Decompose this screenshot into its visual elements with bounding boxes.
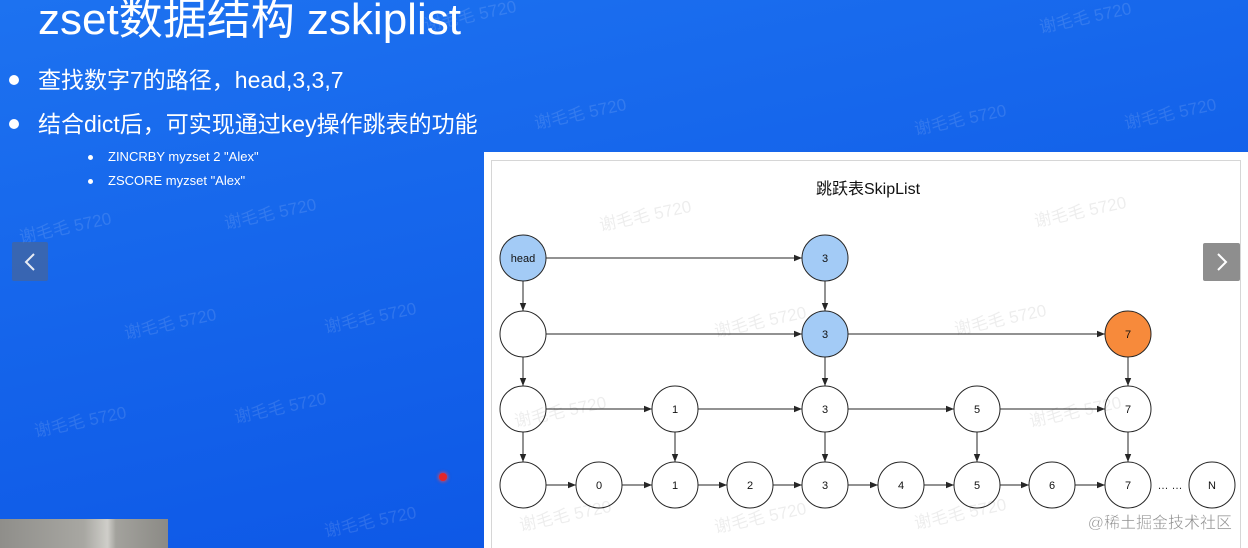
node-circle bbox=[575, 461, 623, 509]
author-watermark: 谢毛毛 5720 bbox=[322, 502, 419, 541]
node-circle bbox=[877, 461, 925, 509]
node-label: 4 bbox=[898, 480, 904, 492]
bullet-dot bbox=[9, 75, 19, 85]
skiplist-node-7: 7 bbox=[1104, 461, 1152, 509]
skiplist-node-4: 4 bbox=[877, 461, 925, 509]
node-label: 7 bbox=[1125, 404, 1131, 416]
node-circle bbox=[1188, 461, 1236, 509]
skiplist-node-1: 1 bbox=[651, 385, 699, 433]
node-circle bbox=[953, 385, 1001, 433]
skiplist-node-6: 6 bbox=[1028, 461, 1076, 509]
bullet-text: 结合dict后，可实现通过key操作跳表的功能 bbox=[38, 111, 478, 137]
skiplist-diagram-image: 跳跃表SkipList @稀土掘金技术社区 head 3 3 7 1 3 5 7 0 1 2 3 4 5 6… bbox=[484, 152, 1248, 548]
skiplist-node-N: N bbox=[1188, 461, 1236, 509]
ellipsis-text: … … bbox=[1157, 480, 1182, 492]
author-watermark: 谢毛毛 5720 bbox=[912, 100, 1009, 139]
sub-bullet-text: ZINCRBY myzset 2 "Alex" bbox=[108, 149, 259, 164]
diagram-title: 跳跃表SkipList bbox=[816, 180, 921, 198]
bullet-item: 查找数字7的路径，head,3,3,7 bbox=[0, 67, 520, 93]
node-label: 3 bbox=[822, 480, 828, 492]
skiplist-nodes: head 3 3 7 1 3 5 7 0 1 2 3 4 5 6 7 … … N bbox=[499, 234, 1236, 509]
skiplist-node-7: 7 bbox=[1104, 385, 1152, 433]
next-slide-button[interactable] bbox=[1203, 243, 1240, 281]
skiplist-node-empty bbox=[499, 385, 547, 433]
node-circle bbox=[1028, 461, 1076, 509]
author-watermark: 谢毛毛 5720 bbox=[1037, 0, 1134, 37]
node-circle bbox=[801, 385, 849, 433]
diagram-frame bbox=[491, 160, 1241, 548]
node-label: 1 bbox=[672, 404, 678, 416]
skiplist-node-7: 7 bbox=[1104, 310, 1152, 358]
skiplist-diagram: 跳跃表SkipList @稀土掘金技术社区 head 3 3 7 1 3 5 7 0 1 2 3 4 5 6… bbox=[491, 160, 1241, 548]
chevron-right-icon bbox=[1215, 252, 1229, 272]
node-label: 7 bbox=[1125, 480, 1131, 492]
skiplist-node-empty bbox=[499, 461, 547, 509]
node-circle bbox=[1104, 385, 1152, 433]
author-watermark: 谢毛毛 5720 bbox=[1122, 94, 1219, 133]
bullet-text: 查找数字7的路径，head,3,3,7 bbox=[38, 67, 344, 93]
sub-bullet-dot bbox=[88, 155, 93, 160]
skiplist-node-0: 0 bbox=[575, 461, 623, 509]
skiplist-node-3: 3 bbox=[801, 310, 849, 358]
author-watermark: 谢毛毛 5720 bbox=[122, 304, 219, 343]
skiplist-node-3: 3 bbox=[801, 234, 849, 282]
node-circle bbox=[499, 310, 547, 358]
skiplist-node-5: 5 bbox=[953, 385, 1001, 433]
node-label: 3 bbox=[822, 329, 828, 341]
node-label: 7 bbox=[1125, 329, 1131, 341]
author-watermark: 谢毛毛 5720 bbox=[532, 94, 629, 133]
author-watermark: 谢毛毛 5720 bbox=[32, 402, 129, 441]
node-circle bbox=[651, 461, 699, 509]
skiplist-pointers bbox=[519, 254, 1132, 489]
node-label: 6 bbox=[1049, 480, 1055, 492]
node-label: N bbox=[1208, 480, 1216, 492]
node-label: 5 bbox=[974, 480, 980, 492]
node-circle bbox=[499, 461, 547, 509]
presenter-camera-thumbnail bbox=[0, 519, 168, 548]
skiplist-node-1: 1 bbox=[651, 461, 699, 509]
node-circle bbox=[801, 461, 849, 509]
node-label: 3 bbox=[822, 253, 828, 265]
sub-bullet-item: ZINCRBY myzset 2 "Alex" bbox=[0, 149, 300, 165]
node-circle bbox=[1104, 461, 1152, 509]
node-label: head bbox=[511, 253, 535, 265]
node-label: 5 bbox=[974, 404, 980, 416]
node-label: 2 bbox=[747, 480, 753, 492]
bullet-dot bbox=[9, 119, 19, 129]
node-label: 0 bbox=[596, 480, 602, 492]
skiplist-node-head: head bbox=[499, 234, 547, 282]
skiplist-node-5: 5 bbox=[953, 461, 1001, 509]
skiplist-node-3: 3 bbox=[801, 385, 849, 433]
node-circle bbox=[801, 234, 849, 282]
node-circle bbox=[499, 385, 547, 433]
author-watermark: 谢毛毛 5720 bbox=[232, 388, 329, 427]
bullet-item: 结合dict后，可实现通过key操作跳表的功能 bbox=[0, 111, 520, 137]
author-watermark: 谢毛毛 5720 bbox=[222, 194, 319, 233]
node-circle bbox=[726, 461, 774, 509]
node-label: 3 bbox=[822, 404, 828, 416]
sub-bullet-text: ZSCORE myzset "Alex" bbox=[108, 173, 246, 188]
node-label: 1 bbox=[672, 480, 678, 492]
laser-pointer-dot bbox=[439, 473, 447, 481]
sub-bullet-item: ZSCORE myzset "Alex" bbox=[0, 173, 300, 189]
node-circle bbox=[801, 310, 849, 358]
slide-title: zset数据结构 zskiplist bbox=[38, 0, 461, 44]
node-circle bbox=[1104, 310, 1152, 358]
chevron-left-icon bbox=[23, 252, 37, 272]
site-watermark: @稀土掘金技术社区 bbox=[1088, 514, 1232, 532]
skiplist-node-3: 3 bbox=[801, 461, 849, 509]
skiplist-node-2: 2 bbox=[726, 461, 774, 509]
node-circle bbox=[499, 234, 547, 282]
prev-slide-button[interactable] bbox=[12, 242, 48, 281]
node-circle bbox=[953, 461, 1001, 509]
skiplist-node-empty bbox=[499, 310, 547, 358]
node-circle bbox=[651, 385, 699, 433]
author-watermark: 谢毛毛 5720 bbox=[322, 298, 419, 337]
sub-bullet-dot bbox=[88, 179, 93, 184]
